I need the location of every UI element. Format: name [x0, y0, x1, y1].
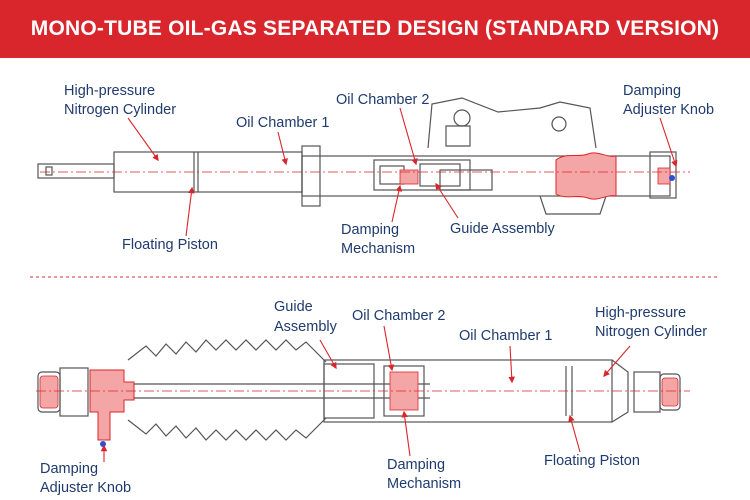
bottom-boot-bottom [127, 417, 327, 441]
top-spring-seat [555, 152, 617, 200]
top-bracket-window [445, 125, 471, 147]
bottom-leader-floating [568, 414, 581, 453]
bottom-label-guide-1: Guide [274, 299, 313, 315]
bottom-label-floating-piston: Floating Piston [544, 453, 640, 469]
top-leader-oil2 [399, 107, 418, 166]
bottom-label-guide-2: Assembly [274, 319, 338, 335]
bottom-leader-oil1 [508, 345, 516, 384]
bottom-labels: Guide Assembly Oil Chamber 2 Oil Chamber… [40, 299, 707, 496]
top-body-collar [301, 145, 321, 207]
bottom-leader-nitrogen [603, 345, 631, 377]
top-rod-end [37, 163, 115, 179]
bottom-label-nitrogen-1: High-pressure [595, 305, 686, 321]
diagram-canvas: High-pressure Nitrogen Cylinder Oil Cham… [30, 83, 720, 496]
bottom-boot-top [127, 339, 327, 363]
top-label-oil-chamber-1: Oil Chamber 1 [236, 115, 329, 131]
top-bracket-hole-2 [551, 116, 567, 132]
bottom-leader-oil2 [383, 325, 395, 372]
top-damping-block [373, 159, 471, 191]
bottom-label-knob-1: Damping [40, 461, 98, 477]
top-label-nitrogen-1: High-pressure [64, 83, 155, 99]
bottom-right-bushing [661, 377, 679, 407]
top-leader-guide [435, 182, 459, 219]
bottom-left-bushing [39, 375, 59, 409]
bottom-leaders [100, 325, 631, 462]
top-end-cap [649, 151, 677, 199]
top-label-floating-piston: Floating Piston [122, 237, 218, 253]
top-labels: High-pressure Nitrogen Cylinder Oil Cham… [64, 83, 714, 257]
top-valve-highlight [399, 169, 419, 185]
bottom-label-knob-2: Adjuster Knob [40, 480, 131, 496]
page-title: MONO-TUBE OIL-GAS SEPARATED DESIGN (STAN… [30, 17, 720, 40]
top-label-knob-2: Adjuster Knob [623, 102, 714, 118]
top-leader-knob [659, 117, 678, 168]
bottom-leader-guide [319, 339, 337, 370]
bottom-knob-dot [100, 441, 106, 447]
top-knob-dot [669, 175, 675, 181]
top-guide-sleeve [439, 169, 493, 191]
bottom-label-oil-chamber-2: Oil Chamber 2 [352, 308, 445, 324]
top-leaders [127, 107, 678, 237]
top-label-knob-1: Damping [623, 83, 681, 99]
bottom-end-taper [611, 359, 629, 423]
top-label-damping-1: Damping [341, 222, 399, 238]
top-lower-bracket [539, 195, 607, 215]
bottom-highlights [39, 369, 679, 447]
top-leader-nitrogen [127, 117, 159, 162]
top-knob-insert [657, 167, 671, 185]
header-banner: MONO-TUBE OIL-GAS SEPARATED DESIGN (STAN… [0, 0, 750, 58]
top-leader-floating [185, 186, 195, 237]
bottom-label-oil-chamber-1: Oil Chamber 1 [459, 328, 552, 344]
top-rod-hole [45, 166, 53, 176]
top-label-nitrogen-2: Nitrogen Cylinder [64, 102, 176, 118]
bottom-right-eye [659, 373, 681, 411]
bottom-label-nitrogen-2: Nitrogen Cylinder [595, 324, 707, 340]
bottom-left-mount [59, 367, 89, 417]
top-leader-damping [391, 184, 403, 223]
top-bracket-hole-1 [453, 109, 471, 127]
top-leader-oil1 [277, 131, 288, 166]
bottom-right-mount [633, 371, 661, 413]
bottom-label-damping-1: Damping [387, 457, 445, 473]
bottom-leader-damping [401, 410, 411, 457]
top-label-damping-2: Mechanism [341, 241, 415, 257]
bottom-label-damping-2: Mechanism [387, 476, 461, 492]
top-mount-bracket [427, 97, 597, 149]
top-label-guide-assembly: Guide Assembly [450, 221, 556, 237]
top-label-oil-chamber-2: Oil Chamber 2 [336, 92, 429, 108]
bottom-valve-highlight [389, 371, 419, 411]
bottom-knob-housing [89, 369, 135, 441]
